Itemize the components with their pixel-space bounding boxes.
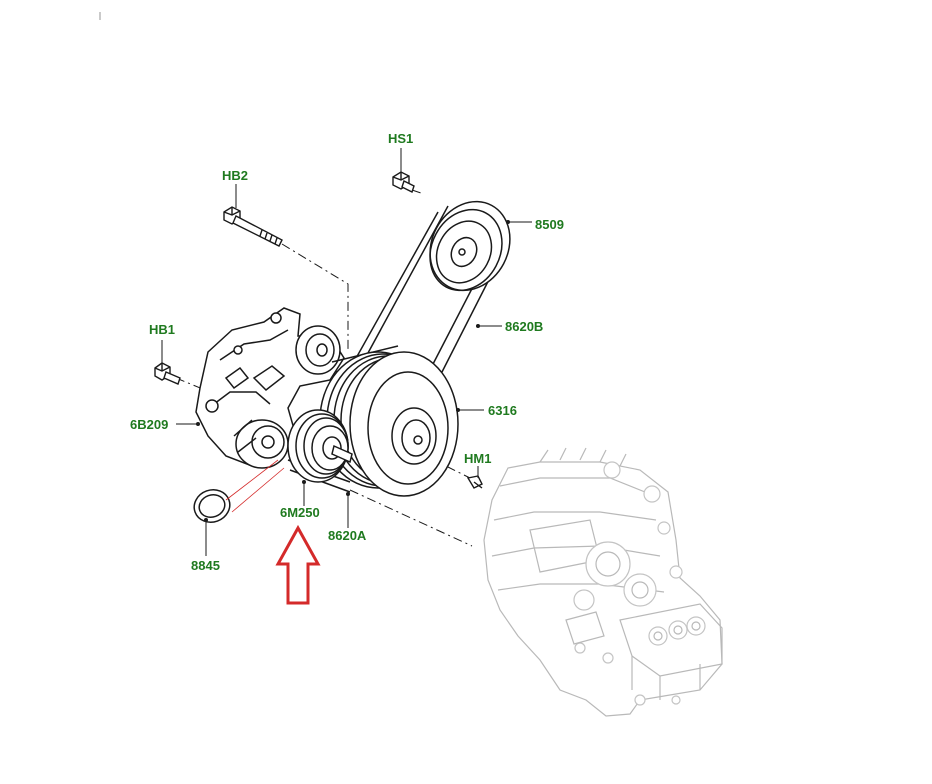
- hm1-pin: [466, 475, 483, 489]
- hb2-bolt: [223, 206, 283, 247]
- hb1-bolt: [154, 362, 181, 385]
- callout-hb2: HB2: [222, 168, 248, 183]
- pulley-6m250: [287, 409, 353, 483]
- pulley-8509-and-belt-8620b: [354, 200, 511, 373]
- callout-6316: 6316: [488, 403, 517, 418]
- seal-8845: [193, 459, 285, 523]
- callout-hb1: HB1: [149, 322, 175, 337]
- callout-8845: 8845: [191, 558, 220, 573]
- callout-6b209: 6B209: [130, 417, 168, 432]
- up-arrow-outline-icon: [275, 524, 321, 605]
- callout-6m250: 6M250: [280, 505, 320, 520]
- callout-labels: HS1 HB2 8509 HB1 8620B 6316 6B209 HM1 6M…: [130, 131, 564, 573]
- hs1-bolt: [392, 171, 415, 193]
- tensioner-6b209: [195, 307, 345, 469]
- callout-8620b: 8620B: [505, 319, 543, 334]
- callout-8509: 8509: [535, 217, 564, 232]
- callout-hs1: HS1: [388, 131, 413, 146]
- callout-hm1: HM1: [464, 451, 491, 466]
- ghosted-motor-assembly: [483, 447, 723, 717]
- callout-leaders: [161, 148, 532, 556]
- callout-8620a: 8620A: [328, 528, 367, 543]
